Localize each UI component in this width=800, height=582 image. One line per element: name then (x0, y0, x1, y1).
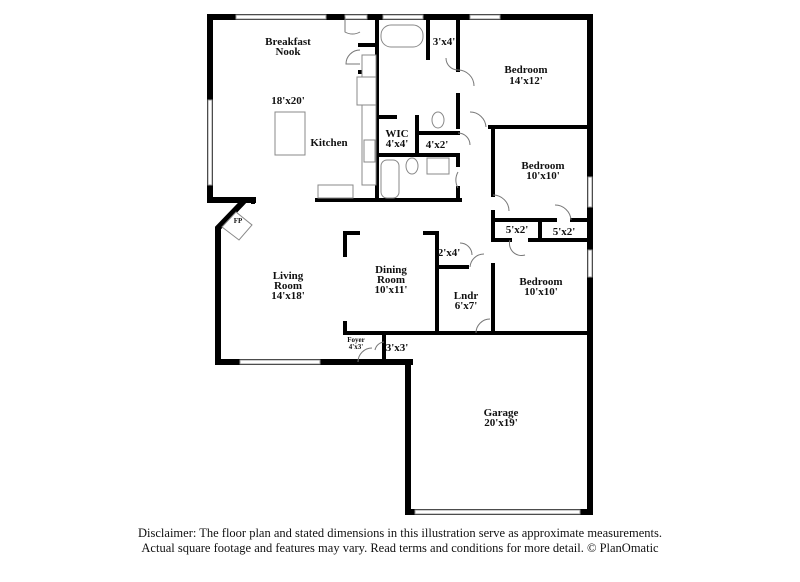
bathtub-2 (380, 159, 400, 199)
closet-4x2-label: 4'x2' (426, 139, 449, 151)
door (357, 347, 373, 363)
foyer-dimensions: 4'x3' (349, 343, 363, 351)
bedroom2-dimensions: 10'x10' (526, 170, 560, 182)
dining-room-label: Dining (375, 264, 407, 276)
bedroom3-label: Bedroom (519, 276, 562, 288)
door (459, 242, 473, 256)
toilet (431, 111, 445, 129)
closet-2x4-label: 2'x4' (438, 247, 461, 259)
windows (207, 14, 593, 515)
bathtub (380, 24, 424, 48)
closet-3x4-label: 3'x4' (433, 36, 456, 48)
door (457, 69, 475, 87)
garage-label: Garage (484, 407, 519, 419)
interior-walls (251, 15, 592, 364)
kitchen-dimensions: 18'x20' (271, 95, 305, 107)
breakfast-nook-label: Breakfast (265, 36, 311, 48)
bedroom2-label: Bedroom (521, 160, 564, 172)
foyer-label: Foyer (347, 336, 365, 344)
bedroom3-dimensions: 10'x10' (524, 286, 558, 298)
doors (344, 17, 572, 363)
garage-dimensions: 20'x19' (484, 417, 518, 429)
sink (426, 157, 450, 175)
back-door (344, 14, 368, 20)
door (469, 253, 485, 268)
bedroom1-label: Bedroom (504, 64, 547, 76)
door (344, 17, 361, 35)
kitchen-counter (361, 54, 377, 186)
fireplace (221, 211, 253, 241)
living-room-dimensions: 14'x18' (271, 290, 305, 302)
door (345, 49, 361, 65)
disclaimer-line-2: Actual square footage and features may v… (141, 541, 659, 555)
laundry-label: Lndr (454, 290, 479, 302)
kitchen-island (274, 111, 306, 156)
room-labels: Breakfast Nook 18'x20' Kitchen Bedroom 1… (234, 36, 576, 429)
wic-label: WIC (385, 128, 408, 140)
dining-room-dimensions: 10'x11' (374, 284, 407, 296)
shower (356, 76, 377, 106)
living-room-label: Living (273, 270, 304, 282)
door (509, 239, 526, 256)
toilet-2 (405, 157, 419, 175)
breakfast-nook-label-2: Nook (275, 46, 301, 58)
fixtures (221, 24, 450, 241)
kitchen-label: Kitchen (310, 137, 347, 149)
door (492, 194, 510, 212)
closet-5x2-b-label: 5'x2' (553, 226, 576, 238)
door (457, 132, 471, 146)
door (374, 341, 385, 351)
bedroom1-dimensions: 14'x12' (509, 75, 543, 87)
stove-counter (317, 184, 354, 199)
kitchen-sink (363, 139, 376, 163)
door (554, 204, 572, 221)
living-room-label-2: Room (274, 280, 302, 292)
closet-5x2-a-label: 5'x2' (506, 224, 529, 236)
disclaimer-line-1: Disclaimer: The floor plan and stated di… (138, 526, 662, 540)
wic-dimensions: 4'x4' (386, 138, 409, 150)
garage-door (414, 509, 581, 515)
closet-3x3-label: 3'x3' (386, 342, 409, 354)
laundry-dimensions: 6'x7' (455, 300, 478, 312)
door (445, 57, 459, 71)
door (469, 111, 487, 128)
door (455, 171, 459, 189)
fireplace-label: FP (234, 217, 243, 225)
dining-room-label-2: Room (377, 274, 405, 286)
door (475, 318, 491, 334)
